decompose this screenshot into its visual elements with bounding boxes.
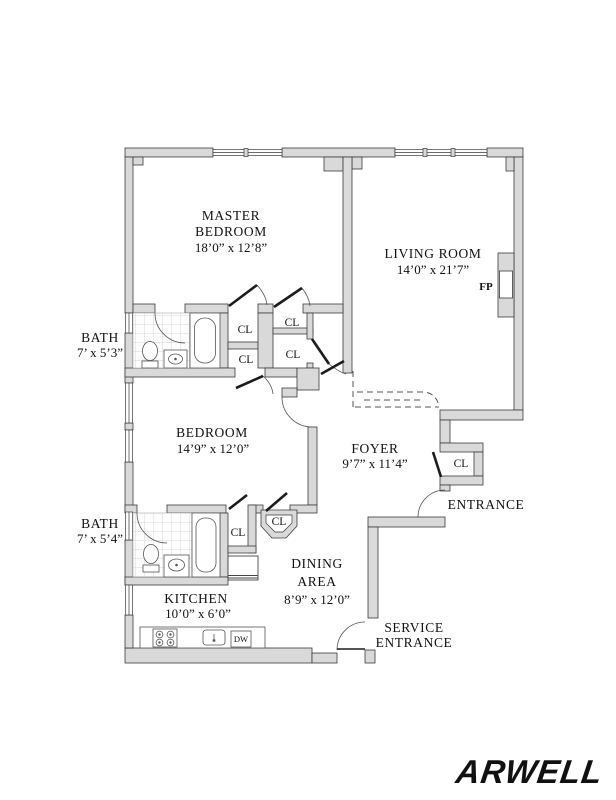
toilet-icon	[143, 544, 159, 564]
master-bedroom-label-1: MASTER	[202, 208, 260, 223]
door-leaves	[228, 283, 443, 650]
burners	[155, 630, 175, 647]
windows	[125, 148, 488, 616]
living-room-label: LIVING ROOM	[385, 246, 482, 261]
bedroom-dims: 14’9” x 12’0”	[177, 441, 249, 456]
bedroom-label: BEDROOM	[176, 425, 248, 440]
fireplace	[497, 252, 515, 318]
dining-area-label-1: DINING	[291, 556, 343, 571]
bath-lower-door-arc	[136, 512, 168, 544]
entrance-door-arc	[417, 489, 446, 518]
bath-lower-label: BATH	[81, 516, 119, 531]
gallery-dashed-steps	[352, 371, 440, 408]
bathroom-lower-fixtures	[132, 512, 221, 578]
dining-area-label-2: AREA	[297, 574, 336, 589]
arwell-logo: ARWELL	[453, 754, 606, 791]
closet-label: CL	[239, 354, 254, 366]
service-entrance-label-1: SERVICE	[384, 620, 443, 635]
kitchen-label: KITCHEN	[164, 591, 227, 606]
dishwasher-box	[230, 630, 252, 648]
master-bedroom-label-2: BEDROOM	[195, 224, 267, 239]
firebox	[499, 270, 513, 299]
dining-closet-interior	[265, 514, 293, 533]
closet-label: CL	[286, 349, 301, 361]
door-arcs	[136, 284, 446, 651]
dishwasher-label: DW	[234, 634, 248, 644]
foyer-dims: 9’7” x 11’4”	[342, 456, 407, 471]
bath-upper-label: BATH	[81, 330, 119, 345]
kitchen-dims: 10’0” x 6’0”	[165, 606, 231, 621]
service-entrance-label-2: ENTRANCE	[376, 635, 453, 650]
bedroom-door-arc	[281, 396, 313, 428]
bath-lower-dims: 7’ x 5’4”	[77, 531, 123, 546]
living-room-dims: 14’0” x 21’7”	[397, 262, 469, 277]
bath-upper-dims: 7’ x 5’3”	[77, 345, 123, 360]
service-door-arc	[336, 621, 366, 651]
bath-upper-door-arc	[154, 312, 186, 344]
closet-label: CL	[231, 527, 246, 539]
closet-label: CL	[272, 516, 287, 528]
kitchen-fixtures	[139, 626, 266, 649]
bathroom-upper-fixtures	[132, 312, 221, 369]
entrance-label: ENTRANCE	[448, 497, 525, 512]
closet-label: CL	[454, 458, 469, 470]
master-bedroom-dims: 18’0” x 12’8”	[195, 240, 267, 255]
dining-area-dims: 8’9” x 12’0”	[284, 592, 350, 607]
refrigerator-icon	[227, 555, 259, 581]
closet-label: CL	[238, 324, 253, 336]
fireplace-label: FP	[479, 281, 493, 293]
bathtub-icon	[189, 312, 221, 369]
closet-label: CL	[285, 317, 300, 329]
toilet-icon	[142, 341, 158, 361]
foyer-label: FOYER	[351, 441, 398, 456]
